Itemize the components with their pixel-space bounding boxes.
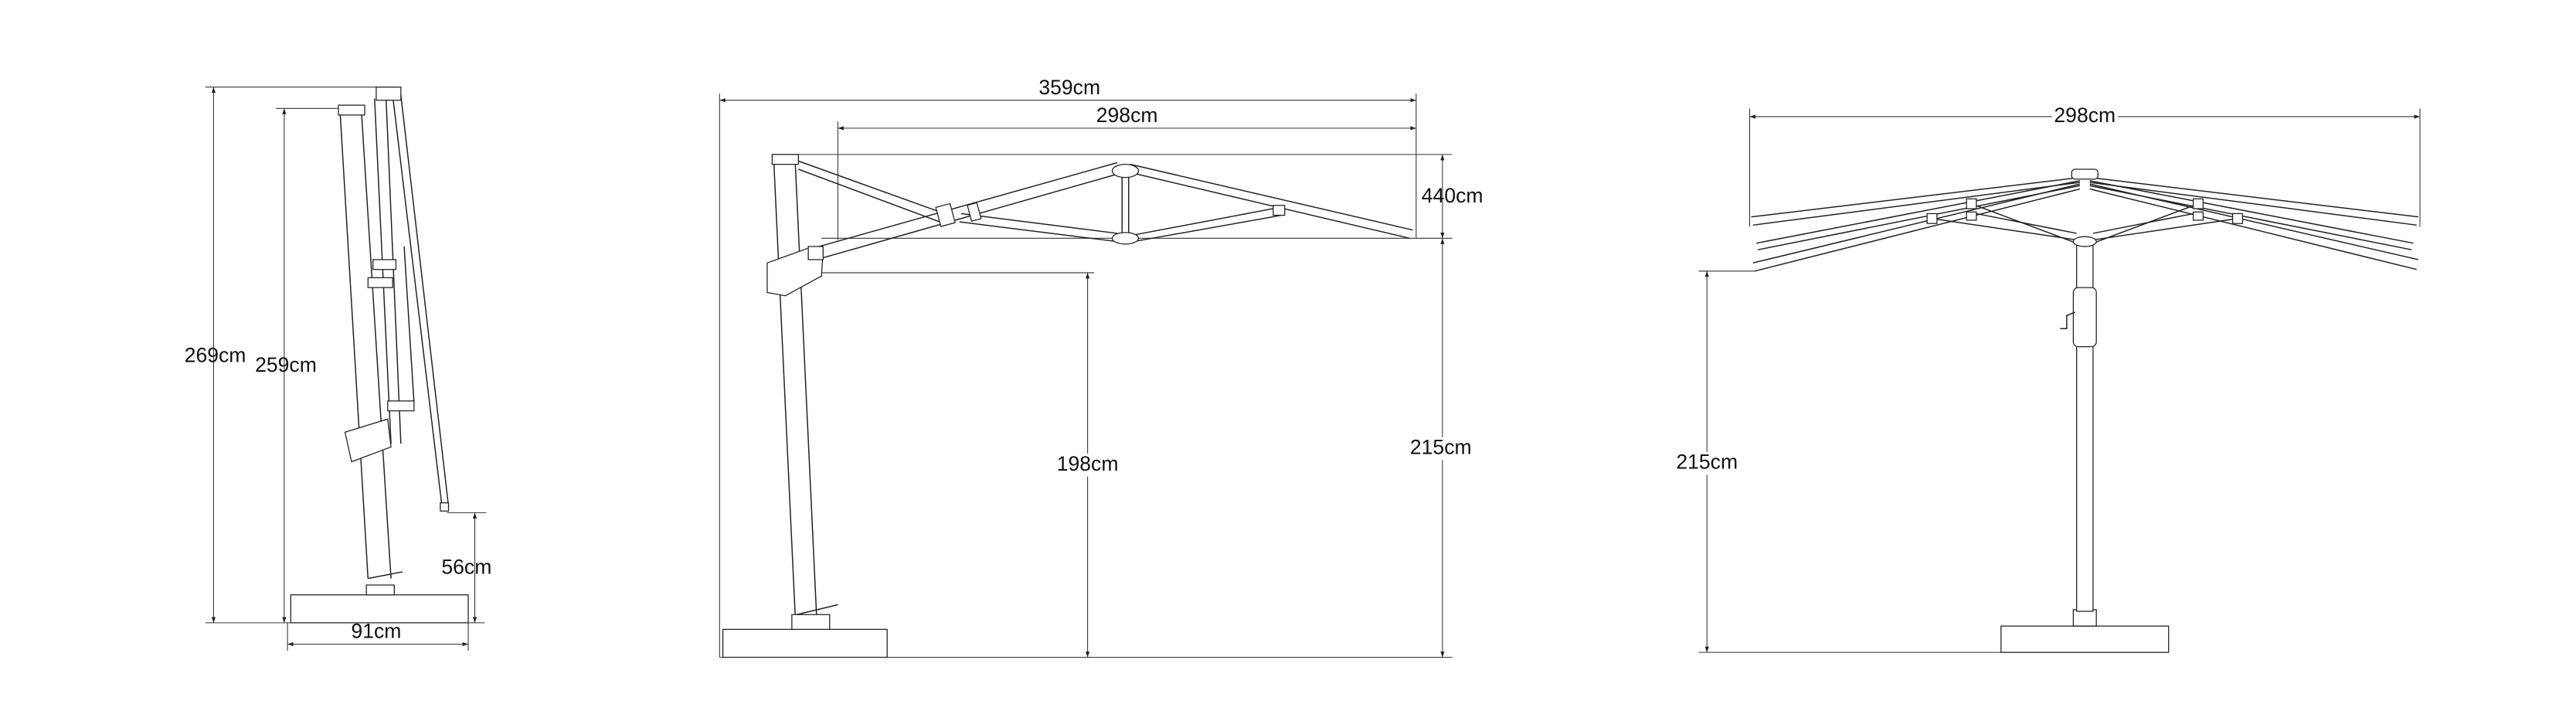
dimension-pole-height: 259cm [255, 353, 317, 376]
tilt-bracket [344, 418, 392, 463]
open-front-umbrella-drawing [1751, 168, 2419, 653]
base-weight [290, 594, 469, 624]
dimension-canopy-depth: 440cm [1422, 184, 1483, 207]
dimension-base-width: 91cm [351, 620, 401, 643]
dimension-rib-clearance: 56cm [441, 556, 491, 579]
folded-umbrella-drawing [290, 87, 469, 624]
base-weight [2000, 625, 2170, 653]
dimension-arm-clearance: 198cm [1057, 452, 1119, 475]
open-side-view: 359cm 298cm 440cm 198cm 215cm [719, 76, 1483, 658]
lower-hub [2072, 236, 2097, 247]
dimension-total-height: 269cm [185, 343, 246, 366]
folded-side-view: 269cm 259cm 56cm 91cm [185, 87, 491, 651]
top-hub [376, 87, 402, 101]
lower-hub [1111, 232, 1140, 245]
base-weight [722, 628, 888, 658]
dimension-total-span: 359cm [1038, 76, 1100, 99]
ribs [1751, 176, 2419, 272]
dimension-canopy-width: 298cm [1096, 104, 1158, 127]
dimension-edge-height: 215cm [1410, 435, 1472, 458]
open-front-view: 298cm 215cm [1676, 104, 2421, 653]
top-hub [2071, 168, 2099, 180]
top-hub [1111, 163, 1140, 179]
dimension-canopy-width: 298cm [2054, 104, 2116, 127]
dimension-lines [719, 94, 1453, 658]
open-cantilever-umbrella-drawing [722, 154, 1413, 658]
dimension-edge-height: 215cm [1676, 451, 1738, 474]
